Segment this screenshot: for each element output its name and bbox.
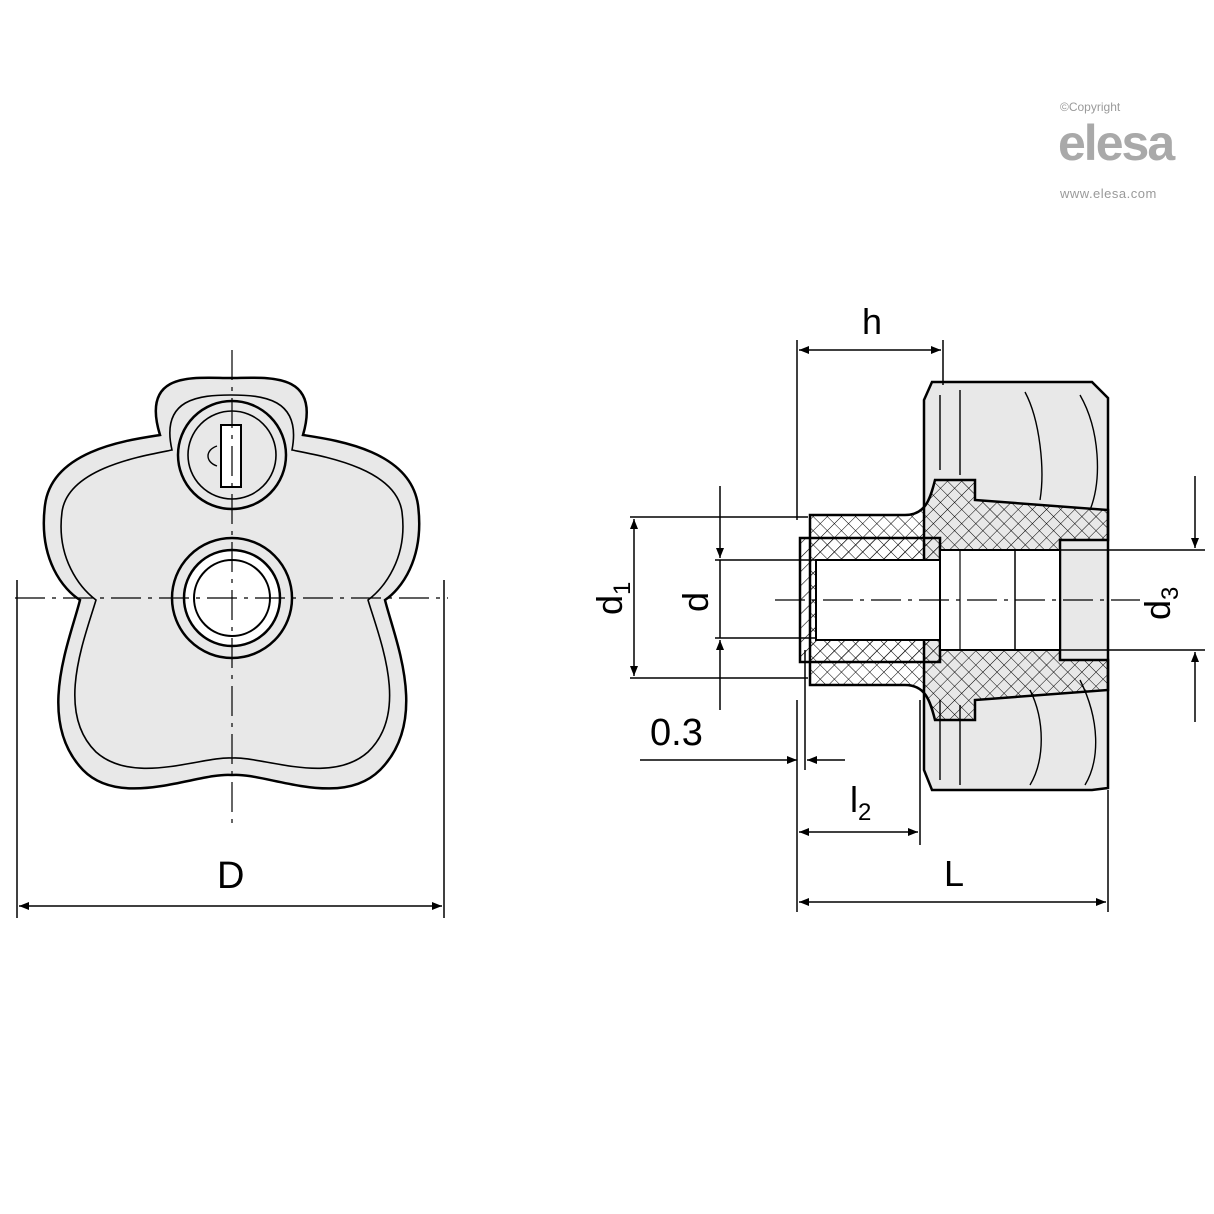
elesa-logo: elesa [1058, 115, 1175, 171]
dim-label-l2: l2 [850, 779, 871, 826]
key-slot [220, 424, 242, 488]
dim-label-h: h [862, 301, 882, 342]
dim-label-d: d [675, 592, 716, 612]
website-url: www.elesa.com [1060, 186, 1157, 201]
knob-inner-outline [60, 394, 404, 770]
dim-label-L: L [944, 853, 964, 894]
copyright-text: ©Copyright [1060, 100, 1121, 114]
dim-label-d1: d1 [589, 582, 636, 615]
front-view: D [15, 350, 448, 918]
dim-label-d3: d3 [1137, 587, 1184, 620]
side-view: h d1 d d3 0.3 l2 L [589, 301, 1205, 912]
dim-label-D: D [217, 855, 244, 897]
dim-label-offset: 0.3 [650, 712, 703, 754]
